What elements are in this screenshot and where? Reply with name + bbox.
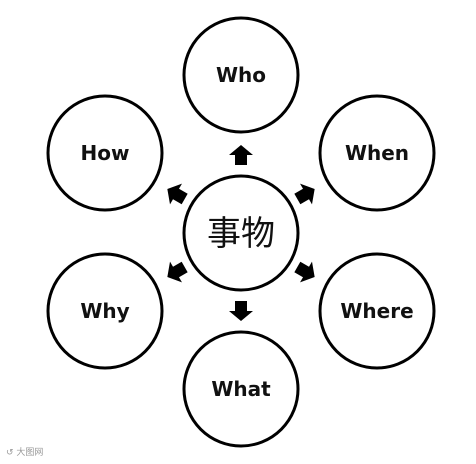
node-when-circle	[318, 94, 436, 212]
node-how-label: How	[81, 141, 130, 165]
node-who: Who	[182, 16, 300, 134]
arrow-to-what	[229, 301, 253, 321]
node-why-label: Why	[80, 299, 129, 323]
arrow-to-where	[294, 261, 315, 283]
node-where-label: Where	[340, 299, 413, 323]
center-label: 事物	[207, 214, 275, 254]
node-when-label: When	[345, 141, 409, 165]
node-where-circle	[318, 252, 436, 370]
node-why: Why	[46, 252, 164, 370]
arrow-to-when	[294, 183, 315, 205]
node-how-circle	[46, 94, 164, 212]
node-who-label: Who	[216, 63, 266, 87]
node-what-label: What	[211, 377, 271, 401]
node-what: What	[182, 330, 300, 448]
node-why-circle	[46, 252, 164, 370]
node-when: When	[318, 94, 436, 212]
arrow-to-how	[167, 183, 188, 205]
arrow-to-who	[229, 145, 253, 165]
watermark: ↺ 大图网	[6, 448, 44, 458]
node-who-circle	[182, 16, 300, 134]
node-how: How	[46, 94, 164, 212]
node-where: Where	[318, 252, 436, 370]
arrow-to-why	[167, 261, 188, 283]
center-circle	[182, 174, 300, 292]
node-what-circle	[182, 330, 300, 448]
